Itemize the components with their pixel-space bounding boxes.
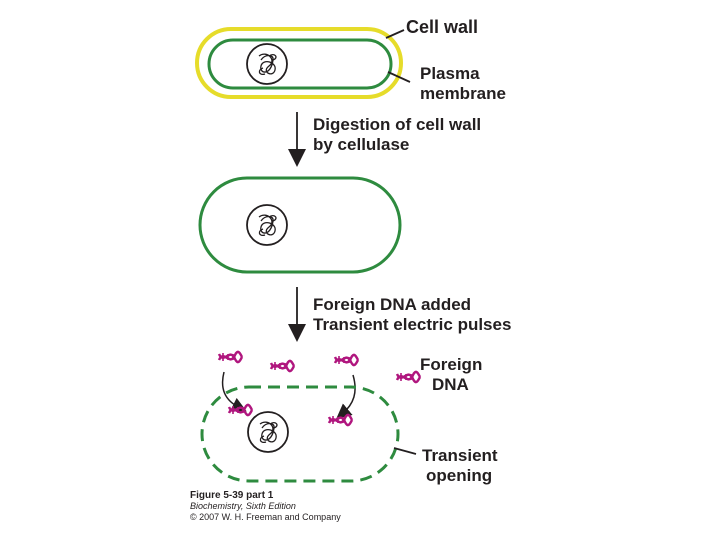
nucleus-1 [246,43,288,85]
dna-entry-arrow [336,374,356,419]
cell-wall-label: Cell wall [406,17,479,37]
dna-fragment [269,359,296,373]
plasma-membrane-label: Plasma membrane [420,64,506,103]
figure-number: Figure 5-39 part 1 [190,490,274,501]
step1-label: Digestion of cell wall by cellulase [313,115,482,154]
dna-fragment-inside [227,403,254,417]
copyright: © 2007 W. H. Freeman and Company [190,512,341,522]
book-title: Biochemistry, Sixth Edition [190,501,296,511]
dashed-membrane [200,385,400,483]
plasma-membrane [207,38,393,90]
dna-fragment-inside [327,413,354,427]
dna-fragment [395,370,422,384]
foreign-dna-label: Foreign DNA [420,355,483,394]
figure-caption: Figure 5-39 part 1 Biochemistry, Sixth E… [190,490,341,523]
nucleus-2 [246,204,288,246]
dna-fragment [217,350,244,364]
membrane-leader [387,71,411,83]
step2-label: Foreign DNA added Transient electric pul… [313,295,512,334]
protoplast-membrane [198,176,402,274]
cell-wall [195,27,403,99]
opening-leader [393,447,417,455]
transient-opening-label: Transient opening [422,446,498,485]
nucleus-3 [247,411,289,453]
cell-wall-leader [385,29,405,39]
dna-fragment [333,353,360,367]
dna-entry-arrow [221,371,247,412]
